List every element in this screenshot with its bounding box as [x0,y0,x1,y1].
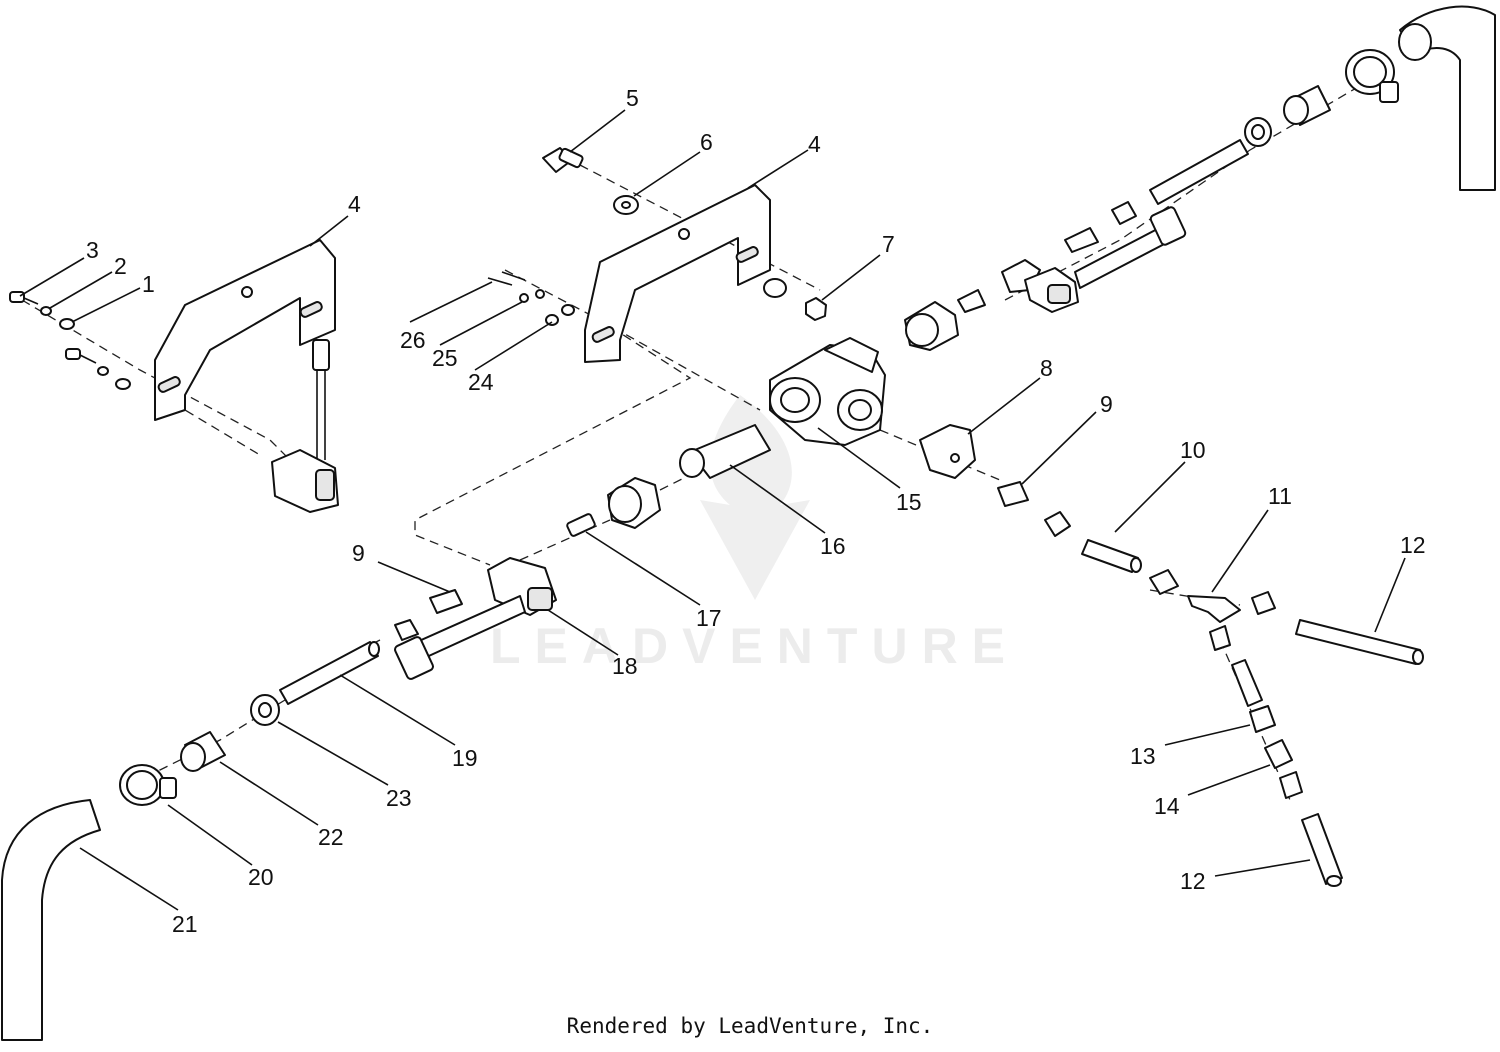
barb-9 [997,481,1029,507]
left-hose-run [1,641,380,1041]
callout-3: 3 [86,237,99,263]
left-fastener-set-lower [65,348,131,390]
nipple-upper [904,301,959,351]
callout-6: 6 [700,129,713,155]
coupler-right [1283,85,1331,126]
hose-19 [279,641,379,705]
y-fitting-11 [1187,595,1241,623]
callout-12-lower: 12 [1180,868,1206,894]
hose-sleeve-16 [679,424,771,479]
right-upper-hose-run [1149,5,1496,205]
callout-8: 8 [1040,355,1053,381]
callout-25: 25 [432,345,458,371]
reducer-8 [919,424,976,479]
callout-14: 14 [1154,793,1180,819]
callout-12-upper: 12 [1400,532,1426,558]
callout-4-center: 4 [808,131,821,157]
watermark-text: LEADVENTURE [490,618,1019,674]
callout-1: 1 [142,271,155,297]
bolt-5 [542,147,584,173]
callout-10: 10 [1180,437,1206,463]
barb-17 [566,513,596,537]
callout-26: 26 [400,327,426,353]
callout-22: 22 [318,824,344,850]
leader-lines [19,109,1406,911]
callout-7: 7 [882,231,895,257]
callout-4-left: 4 [348,191,361,217]
left-bracket [154,239,336,421]
washer-7a [763,278,787,298]
reducer-left [607,477,661,529]
hose-right [1149,139,1249,205]
callout-17: 17 [696,605,722,631]
callout-11: 11 [1268,483,1292,509]
nut-7 [805,297,827,321]
callout-2: 2 [114,253,127,279]
callout-15: 15 [896,489,922,515]
hose-12-lower [1301,813,1343,885]
callout-20: 20 [248,864,274,890]
right-solenoid-valve [957,201,1187,313]
center-bracket-assembly [487,147,827,363]
fitting-14 [1264,739,1293,769]
left-bracket-assembly [9,239,339,513]
right-hose-run [997,481,1424,887]
callout-24: 24 [468,369,494,395]
clamp-right [1345,49,1399,103]
hose-12-upper [1295,619,1421,665]
coupler-13 [1249,705,1276,733]
small-screw-set [487,271,575,326]
callout-19: 19 [452,745,478,771]
hose-10 [1081,539,1139,573]
callout-9-left: 9 [352,540,365,566]
left-fastener-set-upper [9,291,75,330]
left-solenoid-valve [394,557,557,680]
callout-13: 13 [1130,743,1156,769]
left-connector-harness [271,339,339,513]
callout-21: 21 [172,911,198,937]
callout-16: 16 [820,533,846,559]
render-credit: Rendered by LeadVenture, Inc. [566,1014,934,1038]
callout-23: 23 [386,785,412,811]
callout-5: 5 [626,85,639,111]
callout-9-right: 9 [1100,391,1113,417]
coupler-22 [180,731,226,772]
clamp-20 [119,764,177,806]
callout-18: 18 [612,653,638,679]
elbow-hose-21 [1,799,101,1041]
callouts: 1 2 3 4 4 5 6 7 8 9 9 10 11 12 12 13 14 … [86,85,1426,937]
tee-assembly [566,301,976,537]
